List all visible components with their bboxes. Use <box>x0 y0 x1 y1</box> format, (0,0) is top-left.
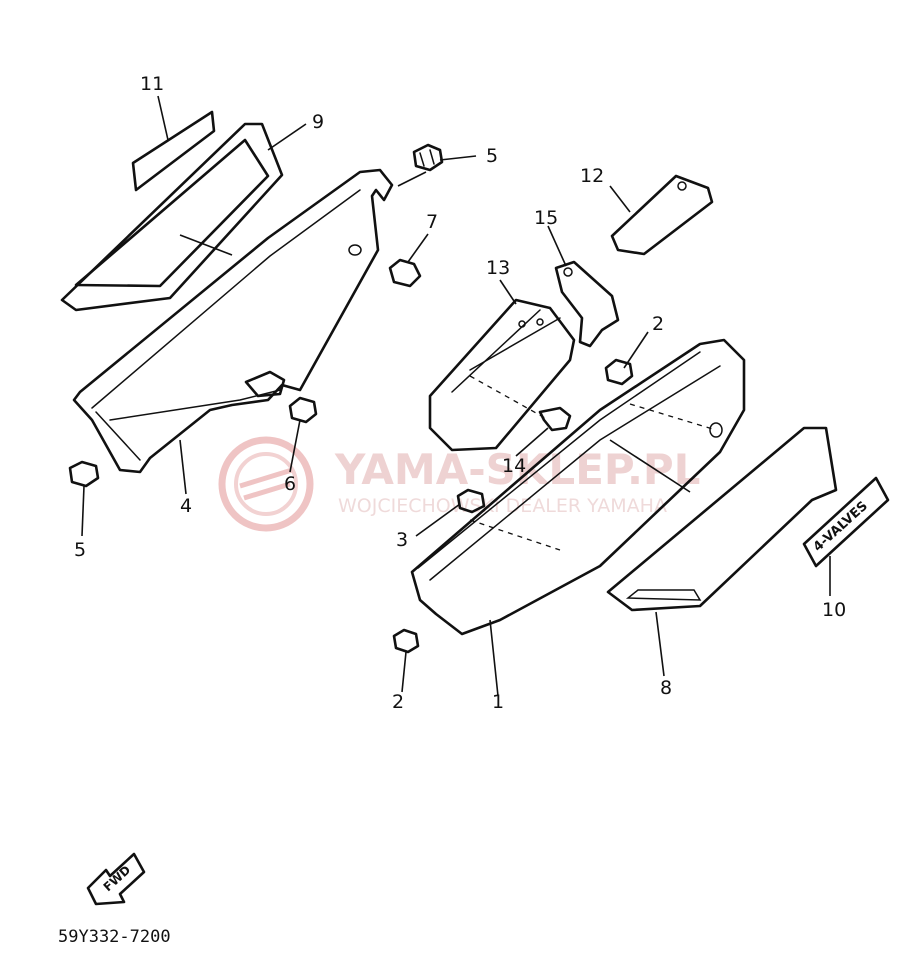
callout-10: 10 <box>822 599 846 621</box>
callout-9: 9 <box>312 111 324 133</box>
callout-15: 15 <box>534 207 558 229</box>
part-9-side-cover-left <box>60 122 284 312</box>
part-1-side-cover-right <box>410 338 746 636</box>
part-11-sticker <box>131 110 216 192</box>
part-12-pad <box>610 174 714 256</box>
grommet-5-upper <box>412 143 444 172</box>
callout-11: 11 <box>140 73 164 95</box>
part-10-emblem-badge: 4-VALVES <box>802 476 890 568</box>
callout-2-upper: 2 <box>652 313 664 335</box>
callout-5-upper: 5 <box>486 145 498 167</box>
grommet-3 <box>456 488 486 514</box>
grommet-2-upper <box>604 358 634 386</box>
emblem-text: 4-VALVES <box>811 499 871 555</box>
part-13-tool-box <box>428 298 576 452</box>
callout-1: 1 <box>492 691 504 713</box>
callout-numbers: 11 9 5 12 7 15 13 2 14 6 4 5 3 10 8 2 1 <box>74 73 846 713</box>
callout-2-lower: 2 <box>392 691 404 713</box>
callout-5-lower: 5 <box>74 539 86 561</box>
part-4-bracket <box>72 168 394 474</box>
callout-7: 7 <box>426 211 438 233</box>
callout-8: 8 <box>660 677 672 699</box>
forward-direction-arrow: FWD <box>86 852 146 906</box>
callout-14: 14 <box>502 455 526 477</box>
part-14-bolt <box>469 375 572 432</box>
grommet-5-lower <box>68 460 100 488</box>
diagram-code: 59Y332-7200 <box>58 927 171 947</box>
grommet-6 <box>288 396 318 424</box>
watermark-tagline: WOJCIECHOWSKI DEALER YAMAHA <box>338 495 667 517</box>
callout-6: 6 <box>284 473 296 495</box>
part-8-emblem-outline <box>606 426 838 612</box>
callout-12: 12 <box>580 165 604 187</box>
watermark: YAMA-SKLEP.PL WOJCIECHOWSKI DEALER YAMAH… <box>218 436 700 532</box>
callout-3: 3 <box>396 529 408 551</box>
callout-4: 4 <box>180 495 192 517</box>
fwd-label: FWD <box>101 863 134 894</box>
watermark-brand: YAMA-SKLEP.PL <box>334 445 700 494</box>
arrow-icon <box>86 852 146 906</box>
grommet-2-lower <box>392 628 420 654</box>
part-15-bracket <box>554 260 620 348</box>
grommet-7 <box>348 244 422 288</box>
watermark-logo-icon <box>218 436 314 532</box>
leader-lines <box>81 95 831 697</box>
callout-13: 13 <box>486 257 510 279</box>
